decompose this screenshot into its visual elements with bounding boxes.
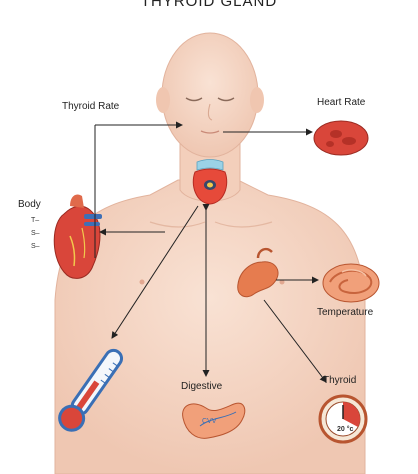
thermometer-icon bbox=[58, 348, 124, 432]
nose bbox=[207, 103, 213, 121]
clock-text: 20 °c bbox=[337, 426, 354, 433]
collarbone-right bbox=[214, 221, 273, 228]
right-eye bbox=[217, 97, 235, 102]
chest-mark-right bbox=[279, 279, 285, 285]
label-body: Body bbox=[18, 199, 41, 210]
label-heart-rate: Heart Rate bbox=[317, 97, 366, 108]
arrow-thyroid bbox=[263, 299, 327, 383]
mouth bbox=[200, 130, 220, 134]
left-ear bbox=[156, 87, 170, 113]
heart-illustration bbox=[53, 194, 102, 279]
chest-mark-left bbox=[139, 279, 145, 285]
thyroid-gland bbox=[192, 159, 228, 205]
clock-icon bbox=[318, 394, 368, 444]
label-thyroid-rate: Thyroid Rate bbox=[62, 101, 120, 112]
arrow-temperature-left bbox=[111, 205, 199, 339]
left-eye bbox=[185, 97, 203, 102]
body-tick-3: S– bbox=[31, 243, 40, 250]
right-ear bbox=[250, 87, 264, 113]
stomach-organ bbox=[237, 247, 279, 298]
diagram-title: THYROID GLAND bbox=[140, 0, 278, 10]
body-tick-2: S– bbox=[31, 230, 40, 237]
arrows bbox=[94, 121, 327, 383]
intestine-organ bbox=[322, 263, 380, 303]
heart-rate-organ bbox=[313, 120, 369, 156]
body-tick-1: T– bbox=[31, 217, 40, 224]
label-thyroid: Thyroid bbox=[323, 375, 357, 386]
label-temperature: Temperature bbox=[317, 307, 374, 318]
label-digestive: Digestive bbox=[181, 381, 223, 392]
collarbone-left bbox=[149, 221, 206, 228]
pancreas-organ bbox=[182, 402, 246, 439]
head bbox=[161, 32, 259, 158]
pancreas-text: CVV bbox=[202, 418, 217, 425]
